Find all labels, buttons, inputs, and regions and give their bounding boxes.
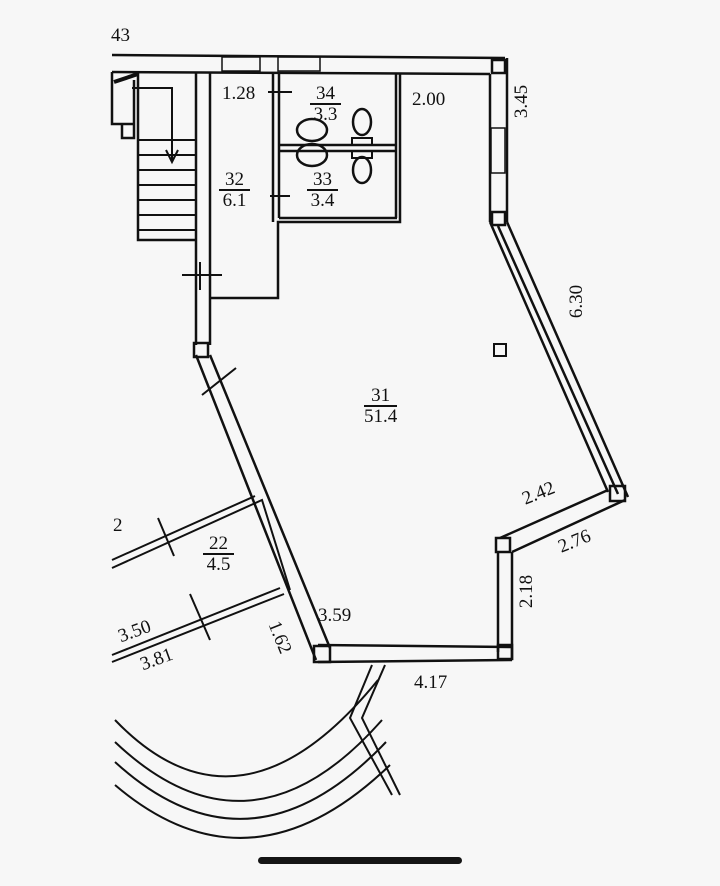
corner-label: 43: [111, 25, 130, 46]
corner-post: [490, 210, 507, 227]
dimension-3-45: 3.45: [511, 84, 533, 119]
window-top-1: [221, 56, 261, 72]
wall-bath: [271, 74, 398, 222]
dimension-1-28: 1.28: [222, 83, 256, 104]
room-number: 34: [310, 84, 341, 105]
stair-arrow: [132, 87, 179, 165]
stair-arcs: [114, 679, 391, 839]
room-area: 3.4: [310, 190, 335, 211]
room-area: 3.3: [313, 104, 338, 125]
sink-icon: [295, 142, 329, 168]
room-34-label: 34 3.3: [310, 84, 341, 124]
sink-icon: [295, 117, 329, 143]
partial-room-label: 2: [113, 515, 123, 536]
toilet-tank: [351, 150, 373, 159]
dimension-2-18: 2.18: [516, 574, 538, 609]
wall-left: [194, 72, 212, 345]
room-32-label: 32 6.1: [219, 170, 250, 210]
stair-steps: [138, 139, 196, 231]
wall-3-59: [194, 354, 332, 661]
room-area: 4.5: [206, 554, 231, 575]
stair-rail: [113, 72, 139, 84]
door-tick: [201, 367, 237, 396]
room-area: 6.1: [222, 190, 247, 211]
toilet-icon: [351, 107, 373, 137]
door-tick: [182, 262, 222, 290]
dimension-2-00: 2.00: [412, 89, 446, 110]
wall-room-22: [111, 495, 291, 663]
corner-post: [490, 58, 507, 75]
window-top-2: [277, 56, 321, 72]
corner-post: [608, 484, 627, 503]
toilet-tank: [351, 137, 373, 146]
dimension-4-17: 4.17: [414, 672, 448, 693]
toilet-icon: [351, 155, 373, 185]
room-number: 33: [307, 170, 338, 191]
room-area: 51.4: [364, 406, 398, 427]
home-indicator[interactable]: [258, 857, 462, 864]
room-number: 22: [203, 534, 234, 555]
room-number: 32: [219, 170, 250, 191]
dimension-6-30: 6.30: [566, 284, 588, 319]
room-31-label: 31 51.4: [364, 386, 398, 427]
wall-2-18: [496, 552, 514, 660]
room-33-label: 33 3.4: [307, 170, 338, 210]
dimension-3-59: 3.59: [318, 605, 352, 626]
wall-2-42: [499, 488, 626, 554]
wall-room-32: [210, 74, 402, 300]
door-tick: [157, 517, 211, 641]
stairs: [110, 72, 196, 242]
stair-edge: [348, 664, 401, 796]
room-number: 31: [364, 386, 398, 407]
corner-post: [192, 341, 210, 359]
column-marker: [493, 343, 507, 357]
wall-diagonal-right: [488, 221, 630, 498]
corner-post: [494, 536, 512, 554]
window-right: [490, 127, 506, 174]
wall-4-17: [317, 643, 513, 664]
room-22-label: 22 4.5: [203, 534, 234, 574]
wall-right: [488, 58, 509, 222]
door-tick: [268, 91, 292, 197]
